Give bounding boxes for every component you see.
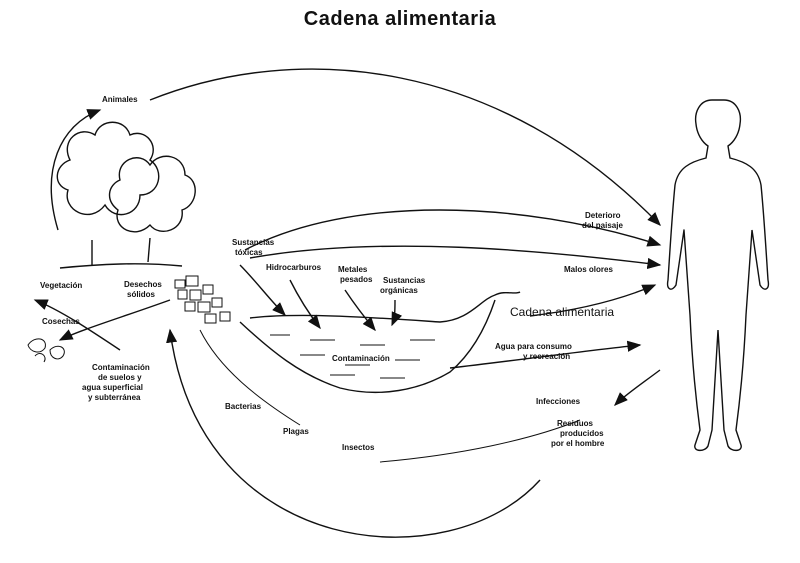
label-bacterias: Bacterias — [225, 402, 262, 411]
arrow-contam-suelos — [33, 299, 121, 351]
line-insectos — [379, 419, 581, 463]
label-metales-1: Metales — [338, 265, 368, 274]
label-desechos-1: Desechos — [124, 280, 162, 289]
arrow-infecciones — [614, 369, 661, 406]
label-deterioro-1: Deterioro — [585, 211, 621, 220]
label-plagas: Plagas — [283, 427, 309, 436]
arrow-metales — [344, 289, 376, 332]
diagram-title: Cadena alimentaria — [303, 8, 497, 30]
flow-arrows — [33, 68, 662, 538]
labels: Animales Vegetación Desechos sólidos Cos… — [40, 95, 623, 452]
label-agua-1: Agua para consumo — [495, 342, 572, 351]
label-malos-olores: Malos olores — [564, 265, 613, 274]
label-animales: Animales — [102, 95, 138, 104]
label-desechos-2: sólidos — [127, 290, 156, 299]
label-metales-2: pesados — [340, 275, 373, 284]
label-sust-org-2: orgánicas — [380, 286, 418, 295]
arrow-agua — [449, 340, 642, 369]
arrow-toxicas — [239, 264, 286, 316]
label-insectos: Insectos — [342, 443, 375, 452]
label-residuos-3: por el hombre — [551, 439, 605, 448]
crops-illustration — [27, 338, 65, 363]
waste-pile — [174, 275, 231, 324]
label-toxicas-2: tóxicas — [235, 248, 263, 257]
arrow-deterioro — [244, 209, 662, 251]
arrow-to-animales — [50, 109, 102, 231]
arrow-hidrocarburos — [289, 279, 321, 330]
label-contam-1: Contaminación — [92, 363, 150, 372]
label-contam-3: agua superficial — [82, 383, 143, 392]
label-cosechas: Cosechas — [42, 317, 80, 326]
label-sust-org-1: Sustancias — [383, 276, 426, 285]
label-vegetacion: Vegetación — [40, 281, 82, 290]
label-hidrocarburos: Hidrocarburos — [266, 263, 322, 272]
label-residuos-1: Residuos — [557, 419, 594, 428]
lake-illustration — [239, 291, 521, 394]
label-contaminacion: Contaminación — [332, 354, 390, 363]
label-cadena-alimentaria: Cadena alimentaria — [510, 305, 614, 319]
label-toxicas-1: Sustancias — [232, 238, 275, 247]
arrow-cadena — [529, 284, 657, 317]
label-residuos-2: producidos — [560, 429, 604, 438]
arrow-cosechas — [58, 299, 171, 341]
human-silhouette — [666, 99, 770, 452]
trees-illustration — [56, 121, 196, 269]
label-agua-2: y recreación — [523, 352, 570, 361]
label-contam-4: y subterránea — [88, 393, 141, 402]
line-bacterias — [199, 329, 301, 426]
arrow-return-loop — [166, 328, 541, 538]
arrow-animales-human — [149, 68, 661, 227]
label-deterioro-2: del paisaje — [582, 221, 623, 230]
arrow-malos-olores — [249, 245, 662, 269]
label-infecciones: Infecciones — [536, 397, 581, 406]
label-contam-2: de suelos y — [98, 373, 142, 382]
arrow-sust-org — [391, 299, 403, 327]
